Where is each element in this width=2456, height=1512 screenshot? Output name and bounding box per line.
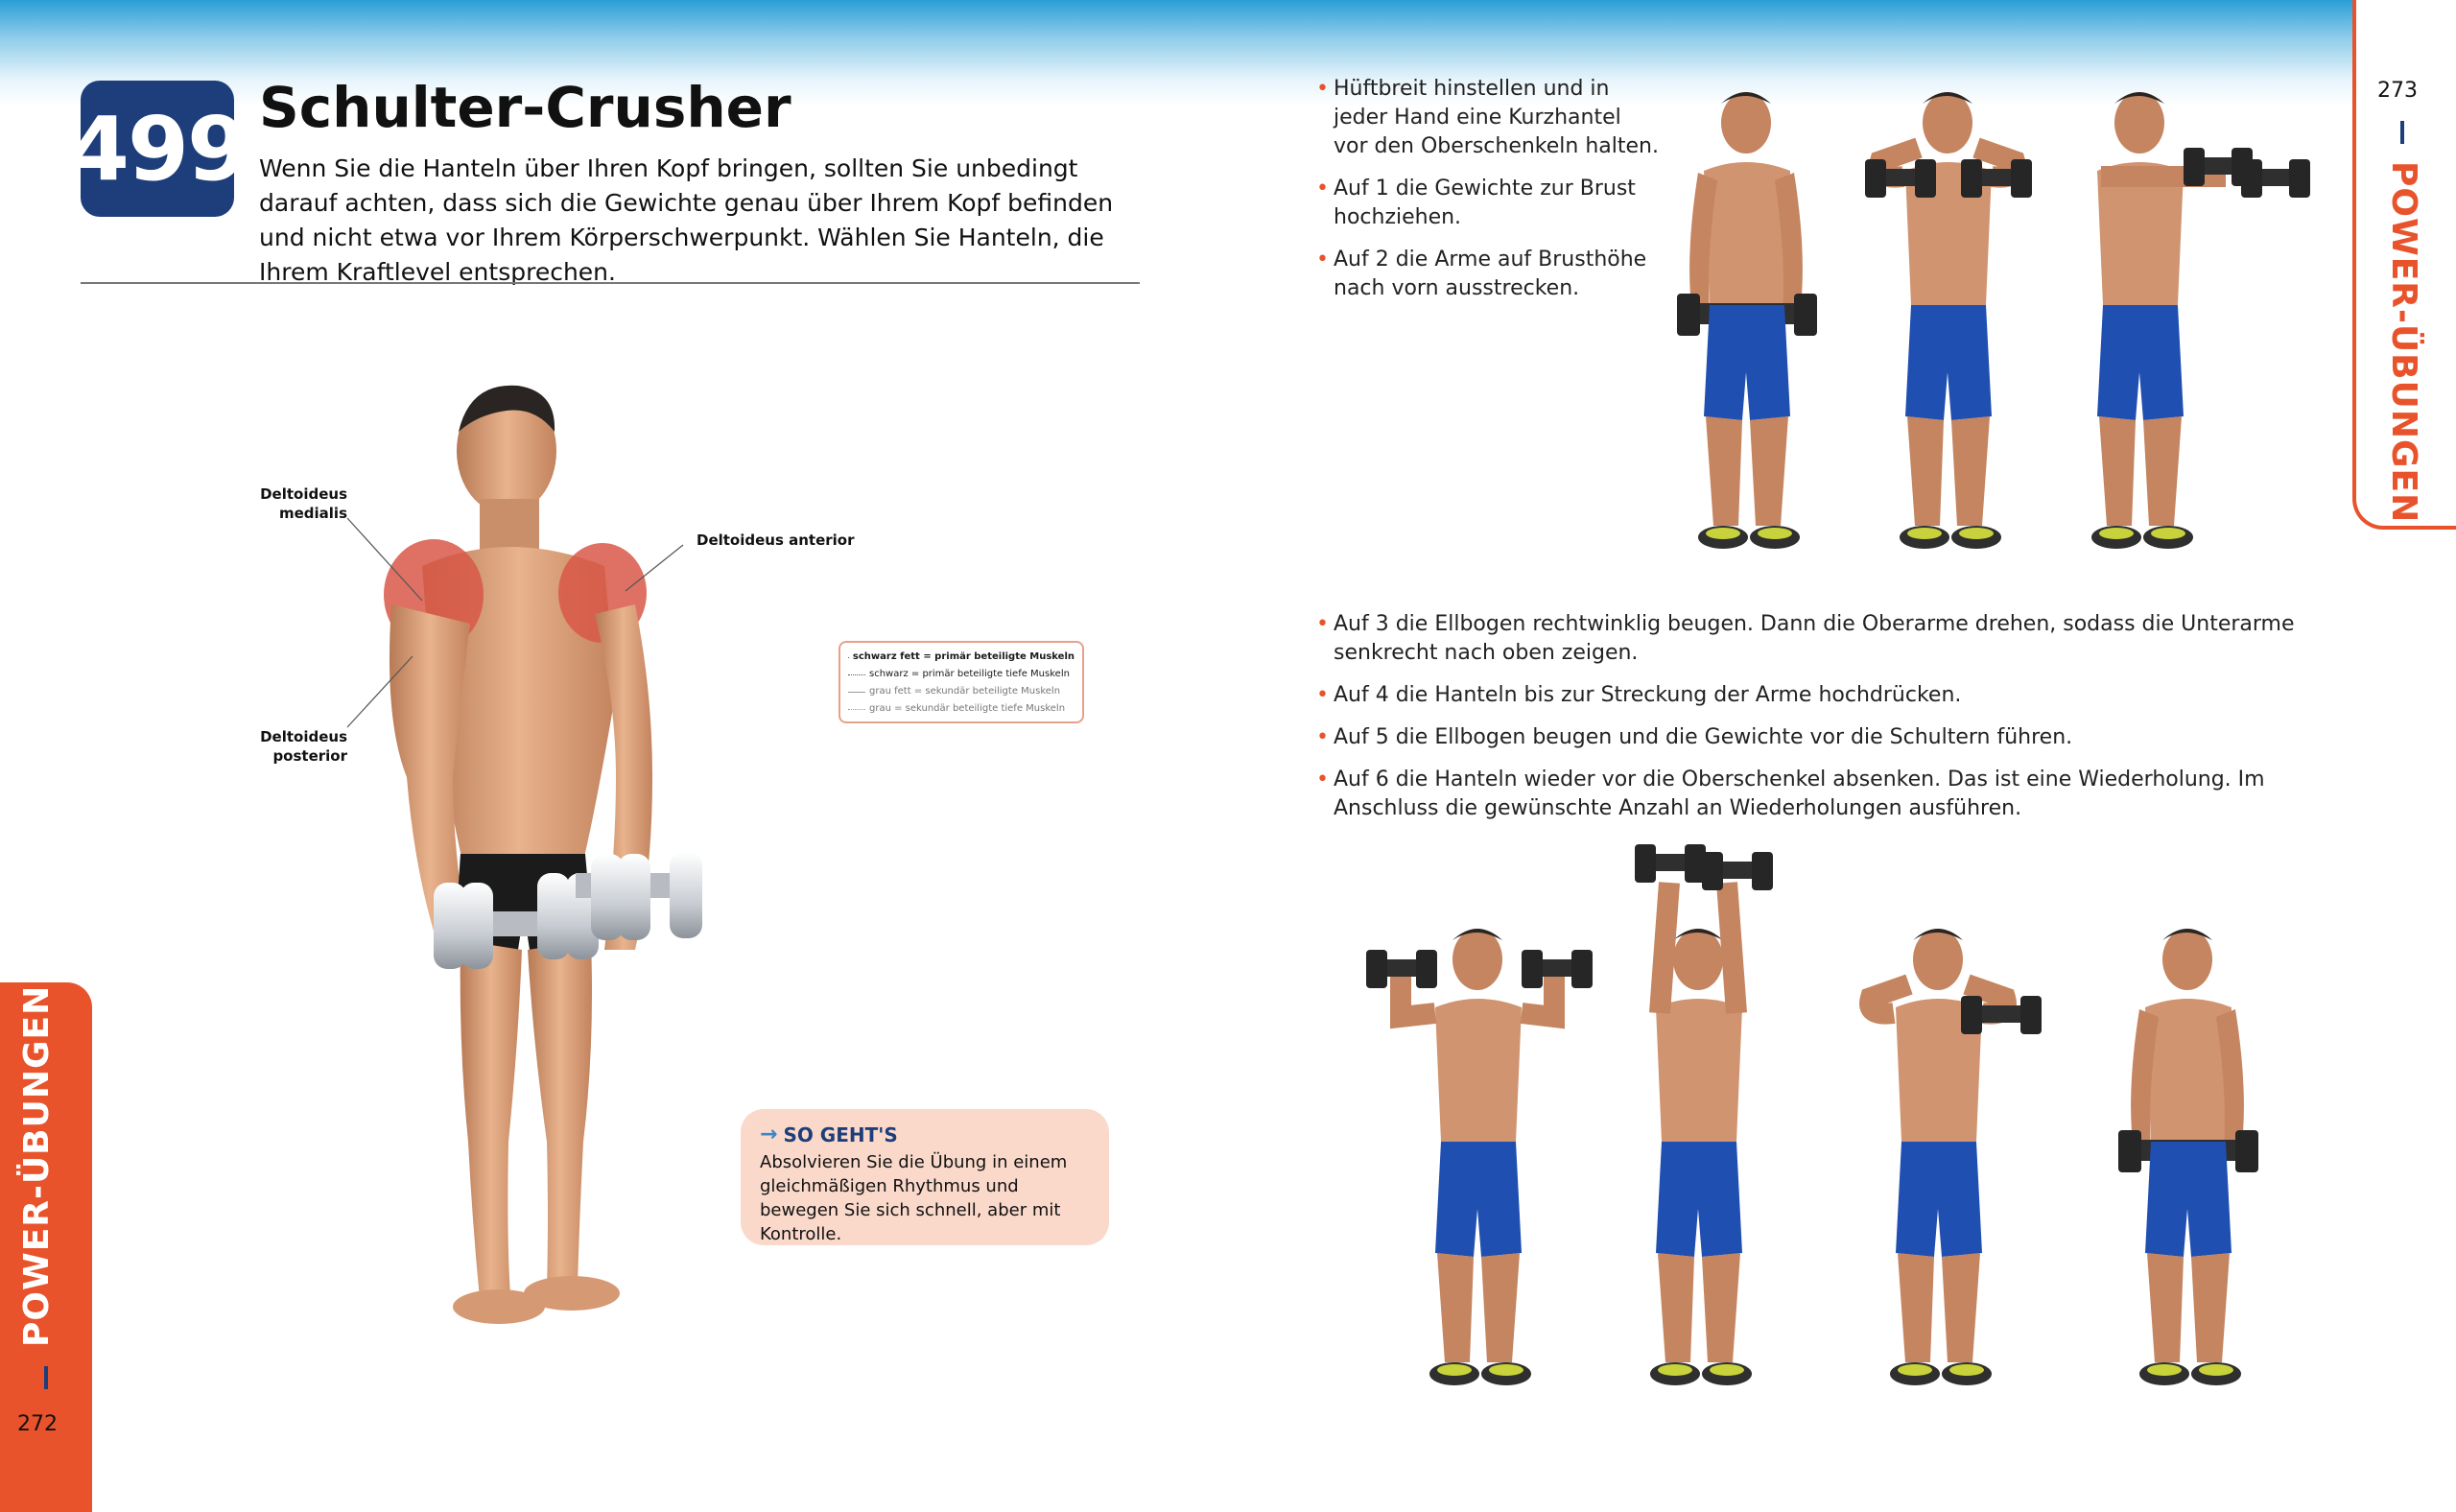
legend-item: grau = sekundär beteiligte tiefe Muskeln <box>848 700 1074 718</box>
instruction-step: Auf 4 die Hanteln bis zur Streckung der … <box>1316 681 2304 710</box>
tip-body: Absolvieren Sie die Übung in einem gleic… <box>760 1152 1068 1244</box>
exercise-figure-step-1 <box>1865 92 2032 549</box>
muscle-legend: schwarz fett = primär beteiligte Muskeln… <box>838 641 1084 723</box>
legend-item: grau fett = sekundär beteiligte Muskeln <box>848 683 1074 700</box>
tip-heading-text: SO GEHT'S <box>783 1122 898 1146</box>
exercise-figure-step-5 <box>1859 929 2042 1385</box>
exercise-photo-sequence-top <box>1677 92 2310 549</box>
tip-box: →SO GEHT'S Absolvieren Sie die Übung in … <box>741 1109 1109 1245</box>
label-line: Deltoideus <box>260 728 347 745</box>
top-gradient-band <box>0 0 2456 106</box>
page-title: Schulter-Crusher <box>259 75 791 140</box>
tab-divider <box>2400 121 2404 144</box>
exercise-figure-step-6 <box>2118 929 2258 1385</box>
label-line: medialis <box>278 505 347 522</box>
label-line: posterior <box>272 747 347 765</box>
instruction-step: Auf 5 die Ellbogen beugen und die Gewich… <box>1316 723 2304 752</box>
legend-text: grau = sekundär beteiligte tiefe Muskeln <box>869 703 1066 714</box>
tip-heading: →SO GEHT'S <box>760 1122 1090 1146</box>
tab-divider <box>44 1366 48 1389</box>
label-deltoideus-anterior: Deltoideus anterior <box>697 532 855 549</box>
anatomy-illustration <box>384 385 702 1324</box>
intro-text: Wenn Sie die Hanteln über Ihren Kopf bri… <box>259 154 1114 286</box>
exercise-number-badge: 499 <box>68 81 248 217</box>
legend-text: schwarz fett = primär beteiligte Muskeln <box>852 651 1074 662</box>
exercise-figure-start <box>1677 92 1817 549</box>
section-tab-label: POWER-ÜBUNGEN <box>17 984 57 1347</box>
label-line: Deltoideus <box>260 485 347 503</box>
exercise-figure-step-4 <box>1635 844 1773 1385</box>
label-deltoideus-posterior: Deltoideus posterior <box>251 727 347 766</box>
header-divider <box>81 282 1140 284</box>
instruction-step: Auf 6 die Hanteln wieder vor die Obersch… <box>1316 766 2304 823</box>
exercise-figure-step-2 <box>2091 92 2310 549</box>
exercise-figure-step-3 <box>1366 929 1593 1385</box>
instruction-step: Auf 2 die Arme auf Brusthöhe nach vorn a… <box>1316 246 1662 303</box>
section-tab-left: POWER-ÜBUNGEN 272 <box>0 982 92 1512</box>
instruction-step: Auf 1 die Gewichte zur Brust hochziehen. <box>1316 175 1662 232</box>
legend-text: grau fett = sekundär beteiligte Muskeln <box>869 686 1061 697</box>
page-number-left: 272 <box>17 1412 58 1436</box>
arrow-right-icon: → <box>760 1122 778 1146</box>
instruction-step: Auf 3 die Ellbogen rechtwinklig beugen. … <box>1316 610 2304 668</box>
legend-line <box>848 708 865 710</box>
page-number-right: 273 <box>2377 79 2418 103</box>
instruction-step: Hüftbreit hinstellen und in jeder Hand e… <box>1316 75 1662 161</box>
section-tab-label: POWER-ÜBUNGEN <box>2384 161 2423 524</box>
section-tab-right: 273 POWER-ÜBUNGEN <box>2352 0 2456 530</box>
legend-text: schwarz = primär beteiligte tiefe Muskel… <box>869 669 1070 679</box>
instruction-list-bottom: Auf 3 die Ellbogen rechtwinklig beugen. … <box>1316 610 2304 837</box>
legend-line <box>848 656 849 658</box>
label-deltoideus-medialis: Deltoideus medialis <box>251 484 347 523</box>
legend-line <box>848 673 865 675</box>
exercise-photo-sequence-bottom <box>1366 844 2258 1385</box>
legend-line <box>848 691 865 693</box>
legend-item: schwarz fett = primär beteiligte Muskeln <box>848 649 1074 666</box>
instruction-list-top: Hüftbreit hinstellen und in jeder Hand e… <box>1316 75 1662 317</box>
legend-item: schwarz = primär beteiligte tiefe Muskel… <box>848 666 1074 683</box>
